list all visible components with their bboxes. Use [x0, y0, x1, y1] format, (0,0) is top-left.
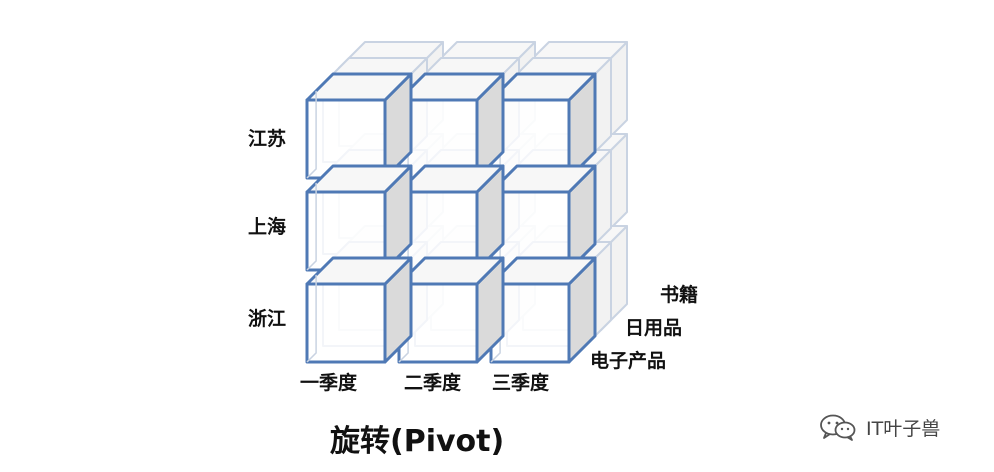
row-label-shanghai: 上海 — [248, 216, 287, 238]
column-label-q3: 三季度 — [492, 372, 550, 394]
diagram-title: 旋转(Pivot) — [330, 424, 505, 459]
cube-cell-shanghai-q1-electronics-inner-edge — [306, 182, 317, 271]
column-label-q1: 一季度 — [300, 372, 358, 394]
watermark-text: IT叶子兽 — [866, 417, 941, 440]
wechat-icon — [820, 414, 856, 441]
depth-label-books: 书籍 — [660, 284, 699, 306]
cube-cell-zhejiang-q1-electronics-front — [305, 282, 387, 364]
depth-label-daily-goods: 日用品 — [625, 317, 683, 339]
cube-cell-jiangsu-q1-electronics-inner-edge — [306, 90, 317, 179]
depth-label-electronics: 电子产品 — [590, 350, 667, 372]
cube-cell-zhejiang-q1-electronics-inner-edge — [306, 274, 317, 363]
watermark: IT叶子兽 — [818, 412, 940, 442]
row-label-zhejiang: 浙江 — [248, 308, 287, 330]
column-label-q2: 二季度 — [404, 372, 462, 394]
row-label-jiangsu: 江苏 — [248, 128, 287, 150]
